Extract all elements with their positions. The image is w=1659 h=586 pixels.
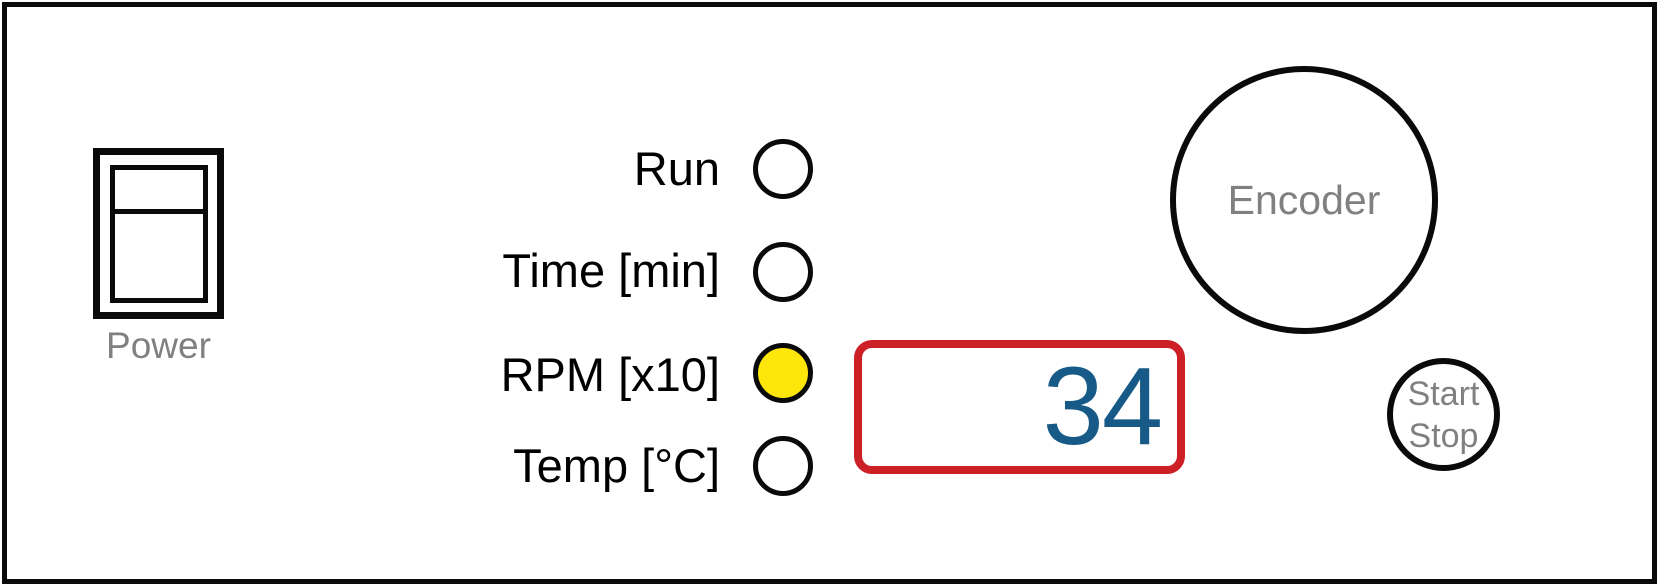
value-display[interactable]: 34: [854, 340, 1185, 474]
rpm-led: [753, 343, 813, 403]
indicator-label-temp: Temp [°C]: [513, 439, 720, 492]
start-stop-label-line1: Start: [1407, 374, 1480, 413]
start-stop-label-line2: Stop: [1408, 416, 1479, 455]
value-display-number: 34: [1042, 345, 1163, 468]
encoder-label: Encoder: [1227, 176, 1381, 223]
temp-led: [753, 436, 813, 496]
power-switch-rocker-top: [115, 170, 203, 214]
indicator-label-run: Run: [633, 142, 720, 195]
indicator-label-time: Time [min]: [502, 244, 720, 297]
encoder-knob[interactable]: Encoder: [1170, 66, 1438, 334]
power-label: Power: [106, 325, 211, 366]
indicator-label-rpm: RPM [x10]: [500, 348, 720, 401]
power-switch-rocker[interactable]: [110, 165, 208, 303]
time-led: [753, 242, 813, 302]
start-stop-button[interactable]: Start Stop: [1387, 358, 1500, 471]
run-led: [753, 139, 813, 199]
